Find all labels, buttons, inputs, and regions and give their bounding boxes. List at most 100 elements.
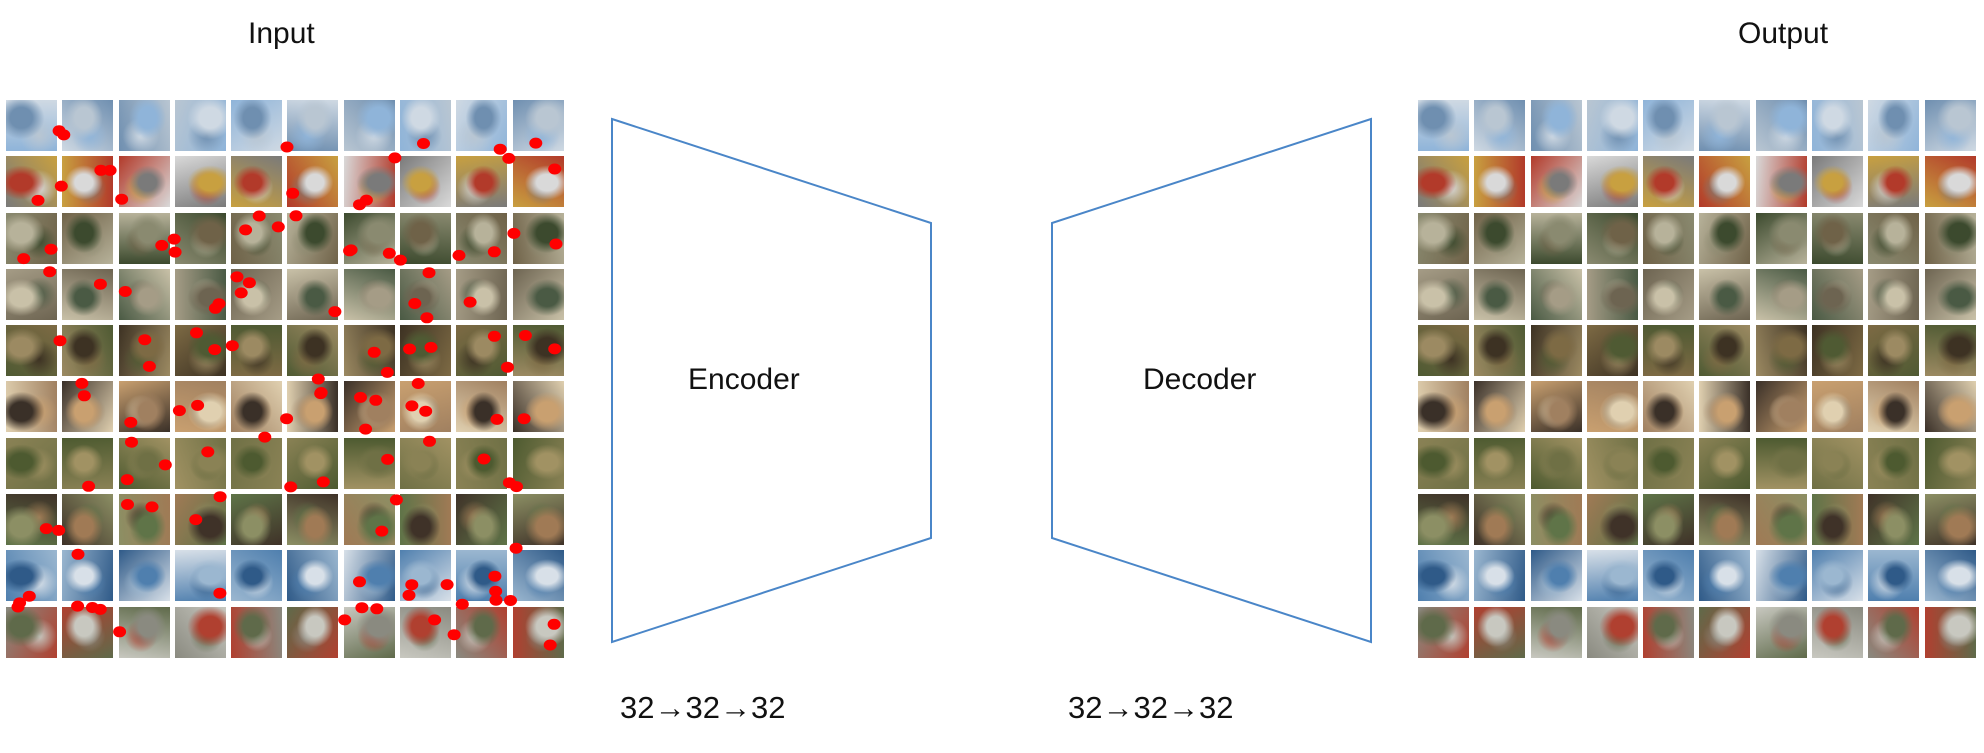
input-thumbnail-deer bbox=[6, 325, 57, 376]
input-thumbnail-horse bbox=[513, 494, 564, 545]
output-thumbnail-ship bbox=[1418, 550, 1469, 601]
input-title: Input bbox=[248, 16, 315, 52]
input-thumbnail-cat bbox=[62, 269, 113, 320]
input-thumbnail-automobile bbox=[175, 156, 226, 207]
output-thumbnail-dog bbox=[1868, 381, 1919, 432]
input-thumbnail-truck bbox=[513, 607, 564, 658]
input-thumbnail-cat bbox=[513, 269, 564, 320]
encoder-dimensions: 32→32→32 bbox=[620, 690, 785, 726]
output-thumbnail-bird bbox=[1587, 213, 1638, 264]
output-thumbnail-airplane bbox=[1699, 100, 1750, 151]
output-thumbnail-horse bbox=[1925, 494, 1976, 545]
output-thumbnail-truck bbox=[1474, 607, 1525, 658]
output-thumbnail-airplane bbox=[1812, 100, 1863, 151]
output-thumbnail-airplane bbox=[1643, 100, 1694, 151]
output-thumbnail-dog bbox=[1474, 381, 1525, 432]
input-thumbnail-cat bbox=[119, 269, 170, 320]
output-thumbnail-automobile bbox=[1418, 156, 1469, 207]
output-thumbnail-dog bbox=[1587, 381, 1638, 432]
output-thumbnail-frog bbox=[1812, 438, 1863, 489]
output-thumbnail-truck bbox=[1699, 607, 1750, 658]
input-thumbnail-ship bbox=[287, 550, 338, 601]
output-thumbnail-cat bbox=[1474, 269, 1525, 320]
input-thumbnail-airplane bbox=[344, 100, 395, 151]
input-thumbnail-cat bbox=[6, 269, 57, 320]
input-thumbnail-automobile bbox=[513, 156, 564, 207]
input-thumbnail-truck bbox=[400, 607, 451, 658]
output-thumbnail-deer bbox=[1699, 325, 1750, 376]
input-thumbnail-horse bbox=[119, 494, 170, 545]
input-thumbnail-bird bbox=[231, 213, 282, 264]
output-thumbnail-ship bbox=[1474, 550, 1525, 601]
output-thumbnail-horse bbox=[1699, 494, 1750, 545]
output-thumbnail-deer bbox=[1756, 325, 1807, 376]
input-thumbnail-truck bbox=[119, 607, 170, 658]
input-thumbnail-airplane bbox=[175, 100, 226, 151]
output-thumbnail-horse bbox=[1474, 494, 1525, 545]
input-thumbnail-automobile bbox=[231, 156, 282, 207]
input-thumbnail-airplane bbox=[231, 100, 282, 151]
input-thumbnail-horse bbox=[62, 494, 113, 545]
output-thumbnail-dog bbox=[1643, 381, 1694, 432]
input-thumbnail-truck bbox=[456, 607, 507, 658]
output-thumbnail-cat bbox=[1868, 269, 1919, 320]
output-thumbnail-horse bbox=[1587, 494, 1638, 545]
input-thumbnail-truck bbox=[62, 607, 113, 658]
input-thumbnail-frog bbox=[513, 438, 564, 489]
output-thumbnail-dog bbox=[1699, 381, 1750, 432]
input-thumbnail-bird bbox=[400, 213, 451, 264]
input-thumbnail-horse bbox=[175, 494, 226, 545]
input-thumbnail-ship bbox=[6, 550, 57, 601]
output-thumbnail-cat bbox=[1643, 269, 1694, 320]
input-thumbnail-cat bbox=[231, 269, 282, 320]
input-thumbnail-horse bbox=[400, 494, 451, 545]
output-thumbnail-automobile bbox=[1474, 156, 1525, 207]
output-thumbnail-bird bbox=[1699, 213, 1750, 264]
input-thumbnail-frog bbox=[231, 438, 282, 489]
output-thumbnail-automobile bbox=[1699, 156, 1750, 207]
input-thumbnail-dog bbox=[344, 381, 395, 432]
output-thumbnail-ship bbox=[1925, 550, 1976, 601]
output-thumbnail-ship bbox=[1587, 550, 1638, 601]
output-thumbnail-horse bbox=[1418, 494, 1469, 545]
output-thumbnail-truck bbox=[1925, 607, 1976, 658]
output-thumbnail-automobile bbox=[1756, 156, 1807, 207]
output-thumbnail-horse bbox=[1812, 494, 1863, 545]
output-thumbnail-airplane bbox=[1418, 100, 1469, 151]
output-thumbnail-ship bbox=[1531, 550, 1582, 601]
output-thumbnail-ship bbox=[1699, 550, 1750, 601]
output-thumbnail-automobile bbox=[1812, 156, 1863, 207]
input-thumbnail-airplane bbox=[6, 100, 57, 151]
output-thumbnail-deer bbox=[1812, 325, 1863, 376]
input-thumbnail-bird bbox=[62, 213, 113, 264]
input-thumbnail-cat bbox=[175, 269, 226, 320]
output-thumbnail-frog bbox=[1531, 438, 1582, 489]
output-thumbnail-cat bbox=[1587, 269, 1638, 320]
input-thumbnail-airplane bbox=[513, 100, 564, 151]
output-thumbnail-dog bbox=[1812, 381, 1863, 432]
output-thumbnail-frog bbox=[1756, 438, 1807, 489]
output-thumbnail-cat bbox=[1756, 269, 1807, 320]
input-thumbnail-automobile bbox=[400, 156, 451, 207]
decoder-label: Decoder bbox=[1143, 362, 1256, 398]
input-thumbnail-automobile bbox=[287, 156, 338, 207]
output-thumbnail-deer bbox=[1531, 325, 1582, 376]
output-thumbnail-deer bbox=[1587, 325, 1638, 376]
input-thumbnail-ship bbox=[400, 550, 451, 601]
output-thumbnail-truck bbox=[1531, 607, 1582, 658]
input-thumbnail-truck bbox=[287, 607, 338, 658]
input-thumbnail-frog bbox=[400, 438, 451, 489]
input-thumbnail-ship bbox=[231, 550, 282, 601]
output-thumbnail-truck bbox=[1756, 607, 1807, 658]
output-thumbnail-ship bbox=[1868, 550, 1919, 601]
input-thumbnail-ship bbox=[62, 550, 113, 601]
output-thumbnail-frog bbox=[1699, 438, 1750, 489]
output-thumbnail-automobile bbox=[1925, 156, 1976, 207]
output-thumbnail-truck bbox=[1418, 607, 1469, 658]
input-thumbnail-frog bbox=[119, 438, 170, 489]
output-thumbnail-frog bbox=[1643, 438, 1694, 489]
input-thumbnail-truck bbox=[175, 607, 226, 658]
input-thumbnail-frog bbox=[456, 438, 507, 489]
input-thumbnail-bird bbox=[175, 213, 226, 264]
output-thumbnail-truck bbox=[1812, 607, 1863, 658]
